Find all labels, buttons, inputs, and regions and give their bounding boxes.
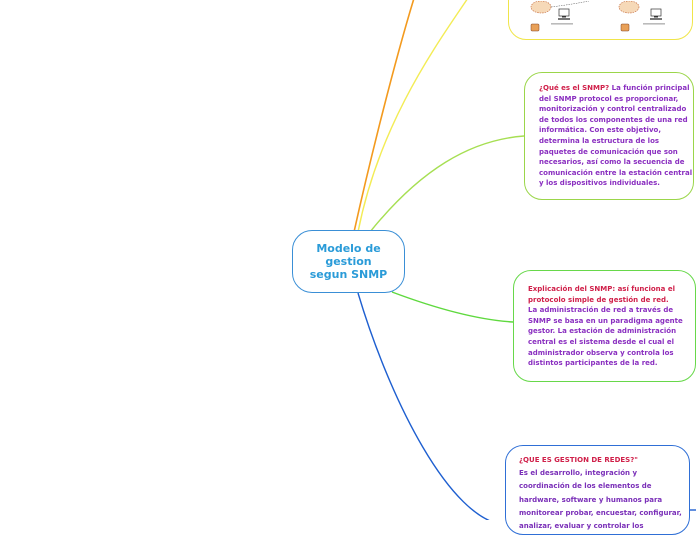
node-gestion-heading: ¿QUE ES GESTION DE REDES?" <box>519 456 638 464</box>
node-que-es-snmp-heading: ¿Qué es el SNMP? <box>539 84 610 92</box>
connector-yellow <box>357 0 468 233</box>
central-topic[interactable]: Modelo de gestion segun SNMP <box>292 230 405 293</box>
snmp-network-thumbnail-left <box>530 1 590 32</box>
node-gestion-body: Es el desarrollo, integración y coordina… <box>519 469 682 531</box>
mind-map-connectors <box>353 0 696 520</box>
connector-orange <box>353 0 415 233</box>
node-explicacion-heading: Explicación del SNMP: así funciona el pr… <box>528 285 675 304</box>
computer-icon <box>650 8 662 17</box>
database-icon <box>620 23 630 32</box>
connector-lime <box>369 135 525 233</box>
connector-blue <box>357 292 491 520</box>
dashed-link <box>550 1 590 8</box>
computer-icon <box>558 8 570 17</box>
node-que-es-snmp-text: ¿Qué es el SNMP? La función principal de… <box>539 83 693 189</box>
snmp-network-thumbnail-right <box>618 1 665 32</box>
node-que-es-snmp[interactable]: ¿Qué es el SNMP? La función principal de… <box>524 72 694 200</box>
node-explicacion-snmp[interactable]: Explicación del SNMP: así funciona el pr… <box>513 270 696 382</box>
node-que-es-snmp-body: La función principal del SNMP protocol e… <box>539 84 693 188</box>
database-icon <box>530 23 540 32</box>
node-explicacion-body: La administración de red a través de SNM… <box>528 306 683 368</box>
node-gestion-redes[interactable]: ¿QUE ES GESTION DE REDES?" Es el desarro… <box>505 445 690 535</box>
snmp-diagram-image-node[interactable] <box>508 0 693 40</box>
cloud-icon <box>530 1 552 14</box>
central-topic-title: Modelo de gestion segun SNMP <box>309 242 388 281</box>
connector-green <box>391 291 514 323</box>
cloud-icon <box>618 1 640 14</box>
